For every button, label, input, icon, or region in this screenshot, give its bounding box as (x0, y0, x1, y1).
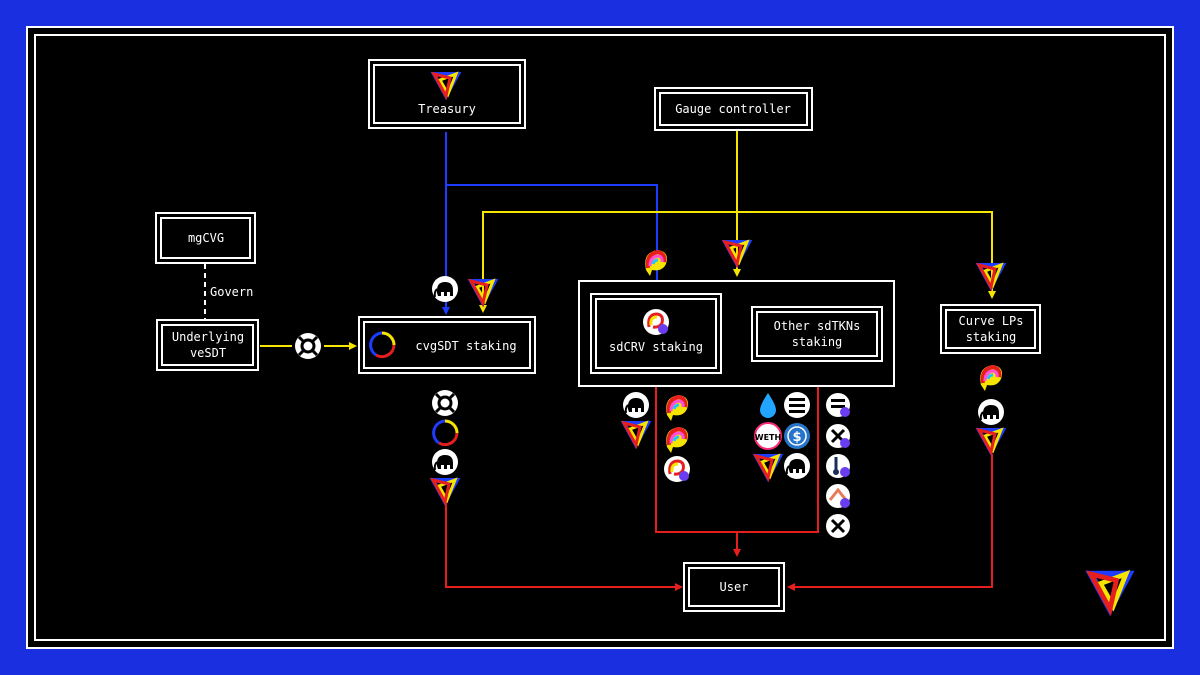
convergence-logo-icon (431, 478, 459, 504)
curve-lps-line2: staking (966, 330, 1017, 344)
sdcrv-icon (662, 454, 692, 484)
sdt-elephant-icon (622, 391, 650, 419)
sdcrv-staking-label: sdCRV staking (609, 340, 703, 354)
usdc-icon: $ (784, 423, 810, 449)
curve-icon (978, 363, 1004, 393)
weth-icon-label: WETH (755, 433, 781, 442)
sd-chevron-token-icon (826, 484, 850, 508)
mgcvg-label: mgCVG (188, 231, 224, 245)
droplet-icon (760, 393, 776, 418)
govern-label: Govern (210, 285, 253, 299)
convergence-logo-icon (622, 421, 650, 447)
cvgsdt-icon (431, 419, 459, 447)
sd-x-token-icon (826, 424, 850, 448)
frax-icon (293, 331, 323, 361)
underlying-vesdt-line2: veSDT (190, 346, 226, 360)
treasury-label: Treasury (418, 102, 476, 116)
sdcrv-icon (641, 307, 671, 337)
cvgsdt-icon (368, 331, 396, 359)
sdcrv-staking-node[interactable]: sdCRV staking (590, 293, 722, 374)
cvgsdt-staking-label: cvgSDT staking (415, 339, 516, 353)
frax-icon (430, 388, 460, 418)
gauge-controller-label: Gauge controller (675, 102, 791, 116)
convergence-logo-icon (977, 428, 1005, 454)
curve-lps-line1: Curve LPs (958, 314, 1023, 328)
sdt-elephant-icon (977, 398, 1005, 426)
x-token-icon (826, 514, 850, 538)
sd-stack-token-icon (826, 393, 850, 417)
curve-lps-staking-node[interactable]: Curve LPs staking (940, 304, 1041, 354)
crv-usd-icon (664, 425, 690, 455)
mgcvg-node[interactable]: mgCVG (155, 212, 256, 264)
cvgsdt-staking-node[interactable]: cvgSDT staking (358, 316, 536, 374)
sdt-elephant-icon (783, 452, 811, 480)
usdc-icon-label: $ (792, 430, 801, 445)
curve-icon (664, 393, 690, 423)
sd-pin-token-icon (826, 454, 850, 478)
sdt-elephant-icon (431, 275, 459, 303)
stack-icon (784, 392, 810, 418)
convergence-brand-logo-icon (1091, 574, 1129, 609)
other-sdtkns-line1: Other sdTKNs (774, 319, 861, 333)
other-sdtkns-line2: staking (792, 335, 843, 349)
user-label: User (720, 580, 749, 594)
underlying-vesdt-node[interactable]: Underlying veSDT (156, 319, 259, 371)
other-sdtkns-staking-node[interactable]: Other sdTKNs staking (751, 306, 883, 362)
treasury-node[interactable]: Treasury (368, 59, 526, 129)
user-node[interactable]: User (683, 562, 785, 612)
gauge-controller-node[interactable]: Gauge controller (654, 87, 813, 131)
convergence-logo-icon (754, 454, 782, 480)
flow-rewards-red (445, 364, 993, 591)
underlying-vesdt-line1: Underlying (172, 330, 244, 344)
sdt-elephant-icon (431, 448, 459, 476)
weth-icon: WETH (754, 422, 782, 450)
